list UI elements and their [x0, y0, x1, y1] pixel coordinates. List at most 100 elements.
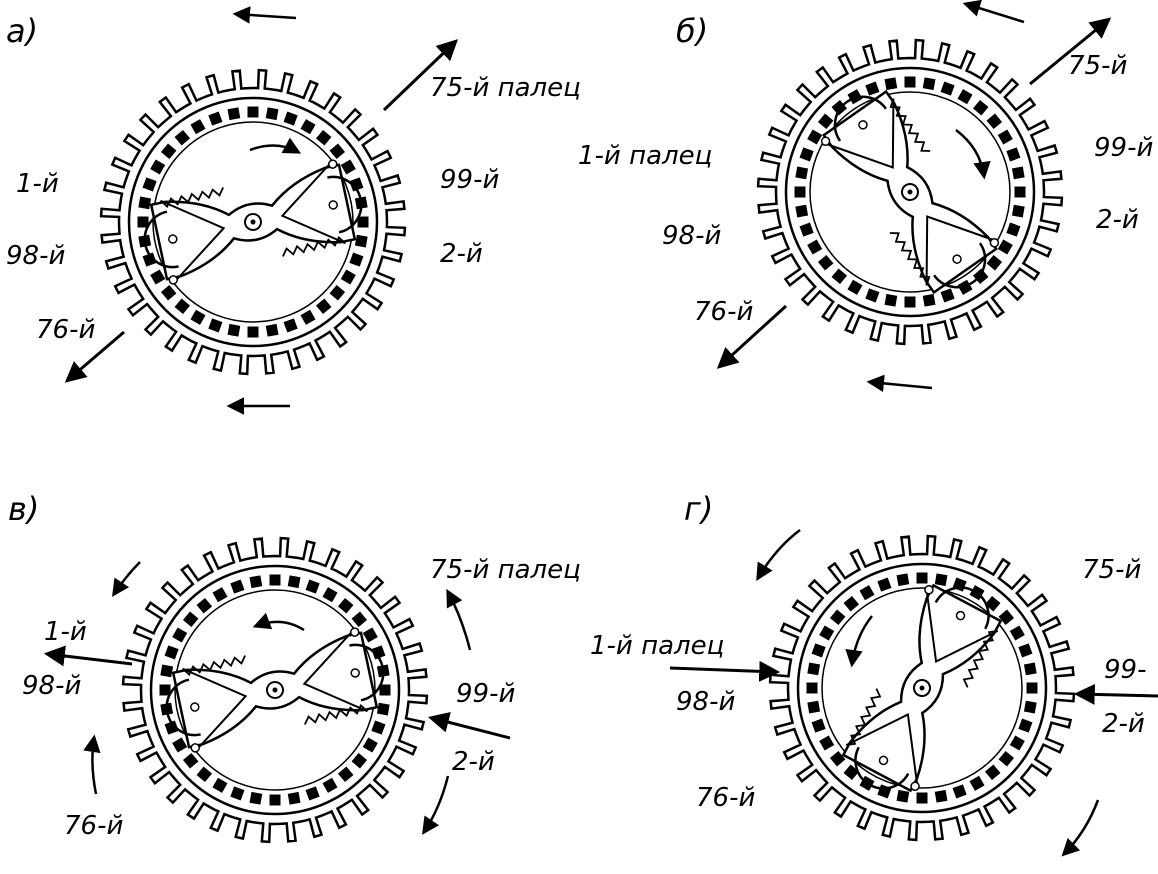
spring-pin	[168, 275, 179, 285]
finger-pin	[315, 129, 332, 146]
pawl-pivot	[878, 755, 889, 766]
pawl-roller	[854, 746, 910, 790]
rotation-arrow-upper-left	[756, 529, 801, 582]
finger-pin	[795, 204, 809, 218]
finger-pin	[940, 81, 955, 96]
pawl-roller	[327, 175, 363, 234]
label-finger-76: 76-й	[36, 315, 95, 345]
inner-race	[821, 587, 1023, 789]
axle-center	[272, 687, 278, 693]
finger-pin	[227, 107, 241, 121]
panel-a: a) 75-й палец 1-й 99-й 98-й 2-й 76-й	[6, 6, 581, 415]
label-finger-76: 76-й	[64, 811, 123, 841]
pawl-triangle	[827, 98, 895, 169]
axle-center	[919, 685, 925, 691]
finger-pin	[865, 81, 880, 96]
finger-pin	[142, 252, 157, 267]
gear-wheel-v	[121, 536, 429, 844]
pawl-roller	[933, 242, 987, 289]
finger-pin	[138, 196, 152, 210]
finger-pin	[847, 279, 863, 295]
force-arrow-75	[382, 39, 459, 112]
pawl-triangle	[302, 632, 368, 713]
finger-pin	[1023, 662, 1037, 676]
finger-pin	[1018, 718, 1033, 733]
finger-pin	[305, 786, 320, 801]
spring	[304, 704, 369, 725]
finger-pin	[283, 318, 298, 333]
finger-pin	[362, 737, 378, 753]
finger-pin	[865, 288, 880, 303]
spring	[962, 629, 998, 688]
finger-pin	[807, 129, 823, 145]
finger-pin	[843, 764, 860, 781]
finger-pin	[212, 777, 228, 793]
label-finger-75: 75-й	[1082, 555, 1141, 585]
finger-pin	[984, 764, 1001, 781]
finger-pin	[362, 627, 378, 643]
spring	[282, 236, 347, 257]
finger-pin	[1006, 222, 1021, 237]
finger-pin	[884, 293, 898, 307]
force-arrow-1	[43, 645, 133, 667]
finger-pin	[315, 298, 332, 315]
finger-pin	[997, 129, 1013, 145]
finger-pin	[305, 579, 320, 594]
finger-pin	[354, 234, 368, 248]
axle-center	[250, 219, 256, 225]
finger-pin	[376, 702, 390, 716]
finger-pin	[997, 239, 1013, 255]
finger-pin	[922, 293, 936, 307]
label-finger-1: 1-й палец	[578, 141, 712, 171]
finger-pin	[940, 288, 955, 303]
spring	[159, 187, 224, 208]
panel-b: б) 75-й 1-й палец 99-й 98-й 2-й 76-й	[578, 0, 1153, 393]
finger-pin	[329, 284, 346, 301]
rotation-arrow-upper-left	[112, 561, 141, 597]
finger-pin	[1009, 735, 1025, 751]
finger-pin	[160, 143, 177, 160]
spring-pin	[190, 743, 201, 753]
finger-pin	[877, 577, 892, 592]
finger-pin	[208, 318, 223, 333]
label-finger-99: 99-	[1104, 655, 1146, 685]
label-finger-76: 76-й	[694, 297, 753, 327]
gear-ring	[127, 96, 379, 348]
finger-pin	[817, 113, 834, 130]
force-arrow-2	[427, 712, 511, 740]
finger-pin	[150, 269, 166, 285]
label-finger-75: 75-й палец	[430, 73, 581, 103]
finger-pin	[829, 750, 846, 767]
finger-pin	[984, 595, 1001, 612]
finger-pin	[212, 587, 228, 603]
finger-pin	[283, 111, 298, 126]
pawl-pivot	[350, 668, 360, 678]
force-arrow-75	[1029, 17, 1112, 86]
finger-pin	[351, 752, 368, 769]
finger-pin	[174, 129, 191, 146]
finger-pin	[349, 252, 364, 267]
finger-pin	[159, 684, 171, 696]
finger-pin	[843, 595, 860, 612]
spring	[889, 98, 931, 152]
finger-pin	[807, 239, 823, 255]
finger-pin	[160, 664, 174, 678]
finger-pin	[806, 682, 818, 694]
label-finger-99: 99-й	[456, 679, 515, 709]
rotation-arrow-top	[232, 6, 297, 24]
finger-pin	[208, 111, 223, 126]
inner-race	[152, 121, 354, 323]
pawl-triangle	[280, 164, 346, 245]
finger-pin	[819, 625, 835, 641]
finger-pin	[1011, 204, 1025, 218]
force-arrow-76	[64, 330, 125, 383]
finger-pin	[986, 113, 1003, 130]
finger-pin	[371, 645, 386, 660]
panel-g: г) 75-й 1-й палец 99- 98-й 2-й 76-й	[590, 490, 1158, 857]
finger-pin	[972, 99, 989, 116]
finger-pin	[969, 775, 985, 791]
panel-letter-g: г)	[684, 490, 713, 528]
finger-pin	[986, 254, 1003, 271]
finger-pin	[916, 572, 928, 584]
spring-pin	[327, 159, 338, 169]
